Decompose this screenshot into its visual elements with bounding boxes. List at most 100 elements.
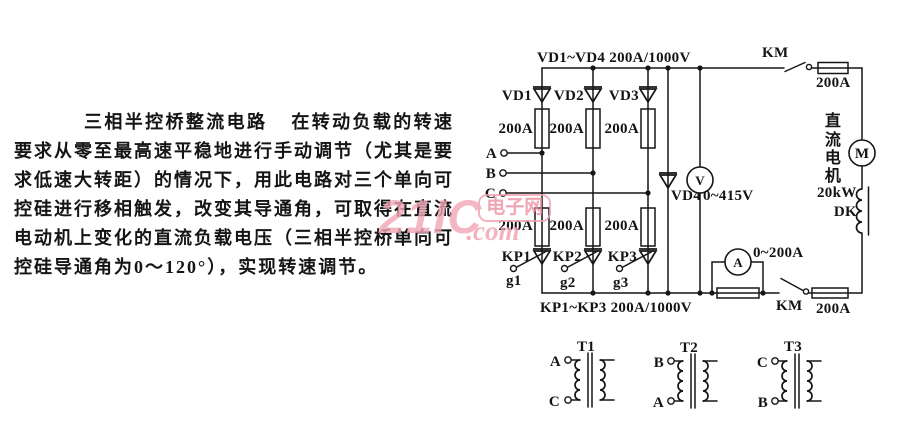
vd1-label: VD1 xyxy=(502,88,532,104)
kp1-gate-terminal xyxy=(509,264,518,273)
ammeter-symbol: A xyxy=(733,255,743,270)
vd3-label: VD3 xyxy=(609,88,639,104)
t2-label: T2 xyxy=(680,340,698,356)
phase-b-terminal xyxy=(499,169,507,177)
phase-a-terminal xyxy=(500,149,508,157)
thyristor-group-rating: KP1~KP3 200A/1000V xyxy=(540,300,692,316)
t3-label: T3 xyxy=(784,339,802,355)
kp2-thyristor-icon xyxy=(583,250,603,266)
voltmeter-branch: V 0~415V xyxy=(686,67,753,294)
motor-name-char-1: 直 xyxy=(825,111,841,130)
fuse-lower-1-label: 200A xyxy=(498,218,533,234)
t3-secondary-coil xyxy=(806,360,813,402)
g1-label: g1 xyxy=(506,273,522,289)
fuse-lower-2 xyxy=(585,207,601,247)
bottom-dc-rail: KM 200A KP1~KP3 200A/1000V xyxy=(540,277,863,317)
motor-name-char-2: 流 xyxy=(825,130,841,149)
kp1-label: KP1 xyxy=(502,249,531,265)
t2-top-terminal xyxy=(667,357,675,365)
dc-motor-branch: M 直 流 电 机 20kW DK xyxy=(817,67,876,294)
t2-primary-coil xyxy=(677,360,684,402)
voltmeter-symbol: V xyxy=(695,173,705,188)
fuse-upper-3 xyxy=(640,108,656,149)
t1-core xyxy=(587,352,593,408)
t2-secondary-coil xyxy=(702,360,709,402)
t3-bottom-terminal xyxy=(771,397,779,405)
t2-bottom-label: A xyxy=(653,395,664,411)
km-top-switch-contact xyxy=(805,63,813,71)
t3-top-terminal xyxy=(771,357,779,365)
fuse-lower-1 xyxy=(534,207,550,247)
t1-bottom-label: C xyxy=(549,394,560,410)
fuse-lower-2-label: 200A xyxy=(549,218,584,234)
fuse-bottom-right xyxy=(811,287,849,299)
fuse-top-right-label: 200A xyxy=(816,75,851,91)
reactor-label: DK xyxy=(834,204,857,220)
ammeter-range-label: 0~200A xyxy=(753,245,803,261)
fuse-lower-3-label: 200A xyxy=(604,218,639,234)
bridge-branch-3: VD3 200A 200A KP3 g3 xyxy=(604,67,658,294)
fuse-upper-1 xyxy=(534,108,550,149)
t2-bottom-terminal xyxy=(667,397,675,405)
kp3-label: KP3 xyxy=(608,249,637,265)
kp2-gate-terminal xyxy=(560,264,569,273)
kp3-gate-terminal xyxy=(615,264,624,273)
fuse-bottom-right-label: 200A xyxy=(816,301,851,317)
vd1-diode-icon xyxy=(532,88,552,104)
ammeter-icon xyxy=(724,248,752,276)
t1-top-label: A xyxy=(550,354,561,370)
km-bottom-switch-contact xyxy=(802,288,810,295)
phase-b-label: B xyxy=(486,166,496,182)
t3-core xyxy=(794,353,800,409)
km-bottom-label: KM xyxy=(776,298,802,314)
t1-primary-coil xyxy=(574,359,581,401)
motor-symbol: M xyxy=(855,146,869,162)
circuit-description-text: 在转动负载的转速要求从零至最高速平稳地进行手动调节（尤其是要求低速大转距）的情况… xyxy=(14,112,454,277)
fuse-upper-1-label: 200A xyxy=(498,121,533,137)
t3-primary-coil xyxy=(781,360,788,402)
fuse-upper-3-label: 200A xyxy=(604,121,639,137)
vd2-diode-icon xyxy=(583,88,603,104)
voltmeter-range-label: 0~415V xyxy=(703,188,753,204)
top-dc-rail: KM 200A VD1~VD4 200A/1000V xyxy=(537,45,863,91)
transformer-t1: T1 A C xyxy=(549,339,615,410)
phase-c-label: C xyxy=(485,186,496,202)
km-bottom-switch-blade xyxy=(780,277,804,292)
t2-top-label: B xyxy=(654,355,664,371)
fuse-upper-2 xyxy=(585,108,601,149)
g2-label: g2 xyxy=(560,275,576,291)
voltmeter-icon xyxy=(686,166,714,194)
circuit-title: 三相半控桥整流电路 xyxy=(84,112,268,132)
ammeter-assembly: A 0~200A xyxy=(711,245,803,299)
t3-bottom-label: B xyxy=(758,395,768,411)
kp3-thyristor-icon xyxy=(638,250,658,266)
phase-c-terminal xyxy=(499,189,507,197)
transformer-t2: T2 B A xyxy=(653,340,718,411)
km-top-switch-blade xyxy=(784,61,806,73)
t3-top-label: C xyxy=(757,355,768,371)
kp1-thyristor-icon xyxy=(532,250,552,266)
phase-inputs: A B C xyxy=(485,146,651,202)
vd3-diode-icon xyxy=(638,88,658,104)
phase-a-label: A xyxy=(486,146,497,162)
bridge-branch-1: VD1 200A 200A KP1 g1 xyxy=(498,67,552,294)
description-paragraph: 三相半控桥整流电路在转动负载的转速要求从零至最高速平稳地进行手动调节（尤其是要求… xyxy=(14,108,454,282)
fuse-top-right xyxy=(817,61,849,75)
t1-label: T1 xyxy=(577,339,595,355)
reactor-coil-icon xyxy=(855,188,863,234)
motor-power-label: 20kW xyxy=(817,185,857,201)
fuse-lower-3 xyxy=(640,207,656,247)
kp2-label: KP2 xyxy=(553,249,582,265)
bridge-branch-2: VD2 200A 200A KP2 g2 xyxy=(549,67,603,294)
vd4-diode-icon xyxy=(658,174,678,190)
fuse-upper-2-label: 200A xyxy=(549,121,584,137)
vd2-label: VD2 xyxy=(554,88,584,104)
motor-name-char-3: 电 xyxy=(825,148,841,167)
kp1-gate-lead xyxy=(515,250,547,269)
t1-secondary-coil xyxy=(599,359,606,401)
km-top-label: KM xyxy=(762,45,788,61)
transformer-t3: T3 C B xyxy=(757,339,822,411)
kp2-gate-lead xyxy=(566,250,598,269)
kp3-gate-lead xyxy=(621,250,653,269)
